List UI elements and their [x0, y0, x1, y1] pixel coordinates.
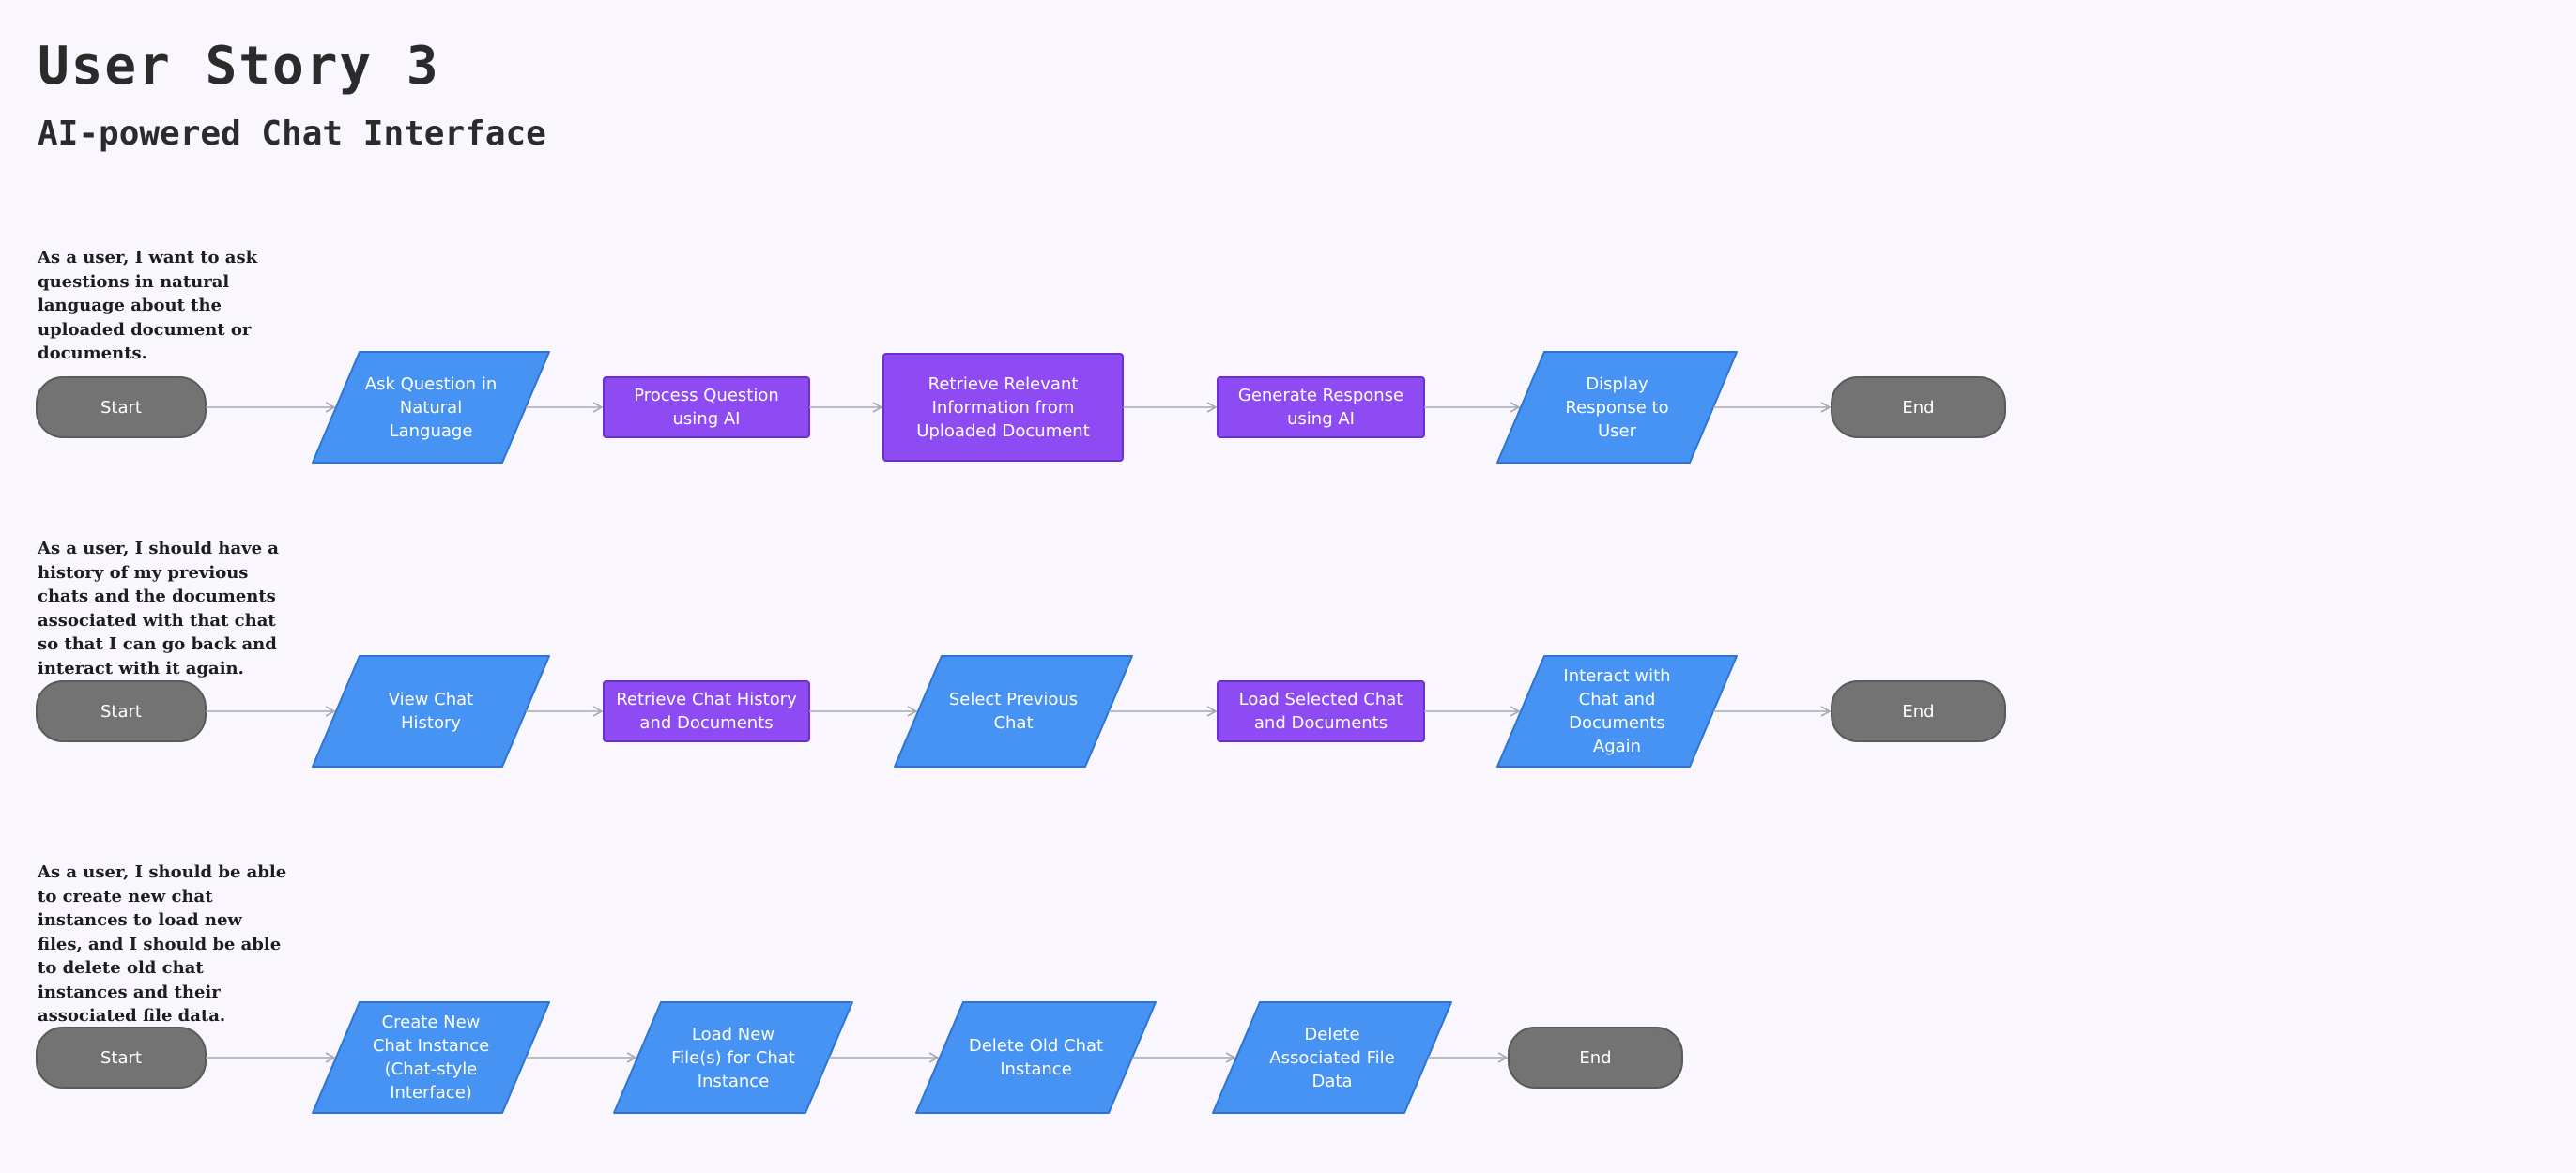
- flow-node-label: Retrieve Relevant Information from Uploa…: [916, 373, 1090, 441]
- flow-node-label: Start: [100, 397, 142, 418]
- flow-node-io: Interact with Chat and Documents Again: [1497, 656, 1737, 767]
- user-story-text: As a user, I should be able to create ne…: [38, 862, 287, 1026]
- flow-node-label: Start: [100, 1047, 142, 1068]
- flow-node-label: Load Selected Chat and Documents: [1238, 690, 1403, 733]
- flow-node-label: Process Question using AI: [634, 386, 779, 429]
- flow-node-terminator: Start: [37, 681, 206, 741]
- flow-node-io: Delete Old Chat Instance: [916, 1002, 1156, 1113]
- flow-node-process: Retrieve Relevant Information from Uploa…: [883, 354, 1123, 461]
- page-subtitle: AI-powered Chat Interface: [38, 114, 546, 153]
- flow-node-label: End: [1902, 701, 1935, 722]
- flow-node-terminator: End: [1509, 1028, 1682, 1088]
- flow-node-terminator: Start: [37, 377, 206, 437]
- flow-node-label: Interact with Chat and Documents Again: [1563, 666, 1671, 756]
- terminator-shape: [1508, 1027, 1683, 1089]
- flow-node-label: Retrieve Chat History and Documents: [616, 690, 797, 733]
- user-story-text: As a user, I want to ask questions in na…: [38, 248, 258, 363]
- flow-node-process: Process Question using AI: [604, 377, 809, 437]
- io-shape: [312, 1001, 550, 1114]
- flow-node-label: Create New Chat Instance (Chat-style Int…: [372, 1013, 490, 1103]
- io-shape: [1212, 1001, 1452, 1114]
- io-shape: [915, 1001, 1157, 1114]
- flow-node-io: Delete Associated File Data: [1213, 1002, 1451, 1113]
- flow-node-process: Generate Response using AI: [1218, 377, 1424, 437]
- flow-node-io: Create New Chat Instance (Chat-style Int…: [313, 1002, 549, 1113]
- flow-node-io: Load New File(s) for Chat Instance: [614, 1002, 852, 1113]
- io-shape: [894, 655, 1133, 768]
- flow-node-label: Start: [100, 701, 142, 722]
- flow-node-io: Display Response to User: [1497, 352, 1737, 463]
- flow-node-label: End: [1579, 1047, 1612, 1068]
- flow-node-io: Select Previous Chat: [895, 656, 1132, 767]
- io-shape: [312, 351, 550, 464]
- terminator-shape: [1831, 680, 2006, 742]
- flow-node-label: End: [1902, 397, 1935, 418]
- io-shape: [613, 1001, 853, 1114]
- flow-node-label: Delete Old Chat Instance: [968, 1036, 1104, 1079]
- flow-node-label: Display Response to User: [1565, 373, 1669, 441]
- flow-node-label: Delete Associated File Data: [1269, 1024, 1395, 1091]
- io-shape: [1496, 655, 1738, 768]
- flow-node-label: Select Previous Chat: [948, 690, 1079, 733]
- flow-node-process: Load Selected Chat and Documents: [1218, 681, 1424, 741]
- flow-node-label: Generate Response using AI: [1237, 386, 1404, 429]
- io-shape: [312, 655, 550, 768]
- flow-node-io: View Chat History: [313, 656, 549, 767]
- user-story-text: As a user, I should have a history of my…: [38, 539, 279, 678]
- terminator-shape: [1831, 376, 2006, 438]
- flow-node-label: Load New File(s) for Chat Instance: [671, 1024, 795, 1091]
- flow-node-terminator: End: [1832, 377, 2005, 437]
- page-title: User Story 3: [38, 36, 440, 97]
- flow-node-label: View Chat History: [388, 690, 474, 733]
- flow-node-terminator: End: [1832, 681, 2005, 741]
- flow-node-label: Ask Question in Natural Language: [364, 373, 498, 441]
- io-shape: [1496, 351, 1738, 464]
- flow-node-terminator: Start: [37, 1028, 206, 1088]
- flow-node-process: Retrieve Chat History and Documents: [604, 681, 809, 741]
- flow-node-io: Ask Question in Natural Language: [313, 352, 549, 463]
